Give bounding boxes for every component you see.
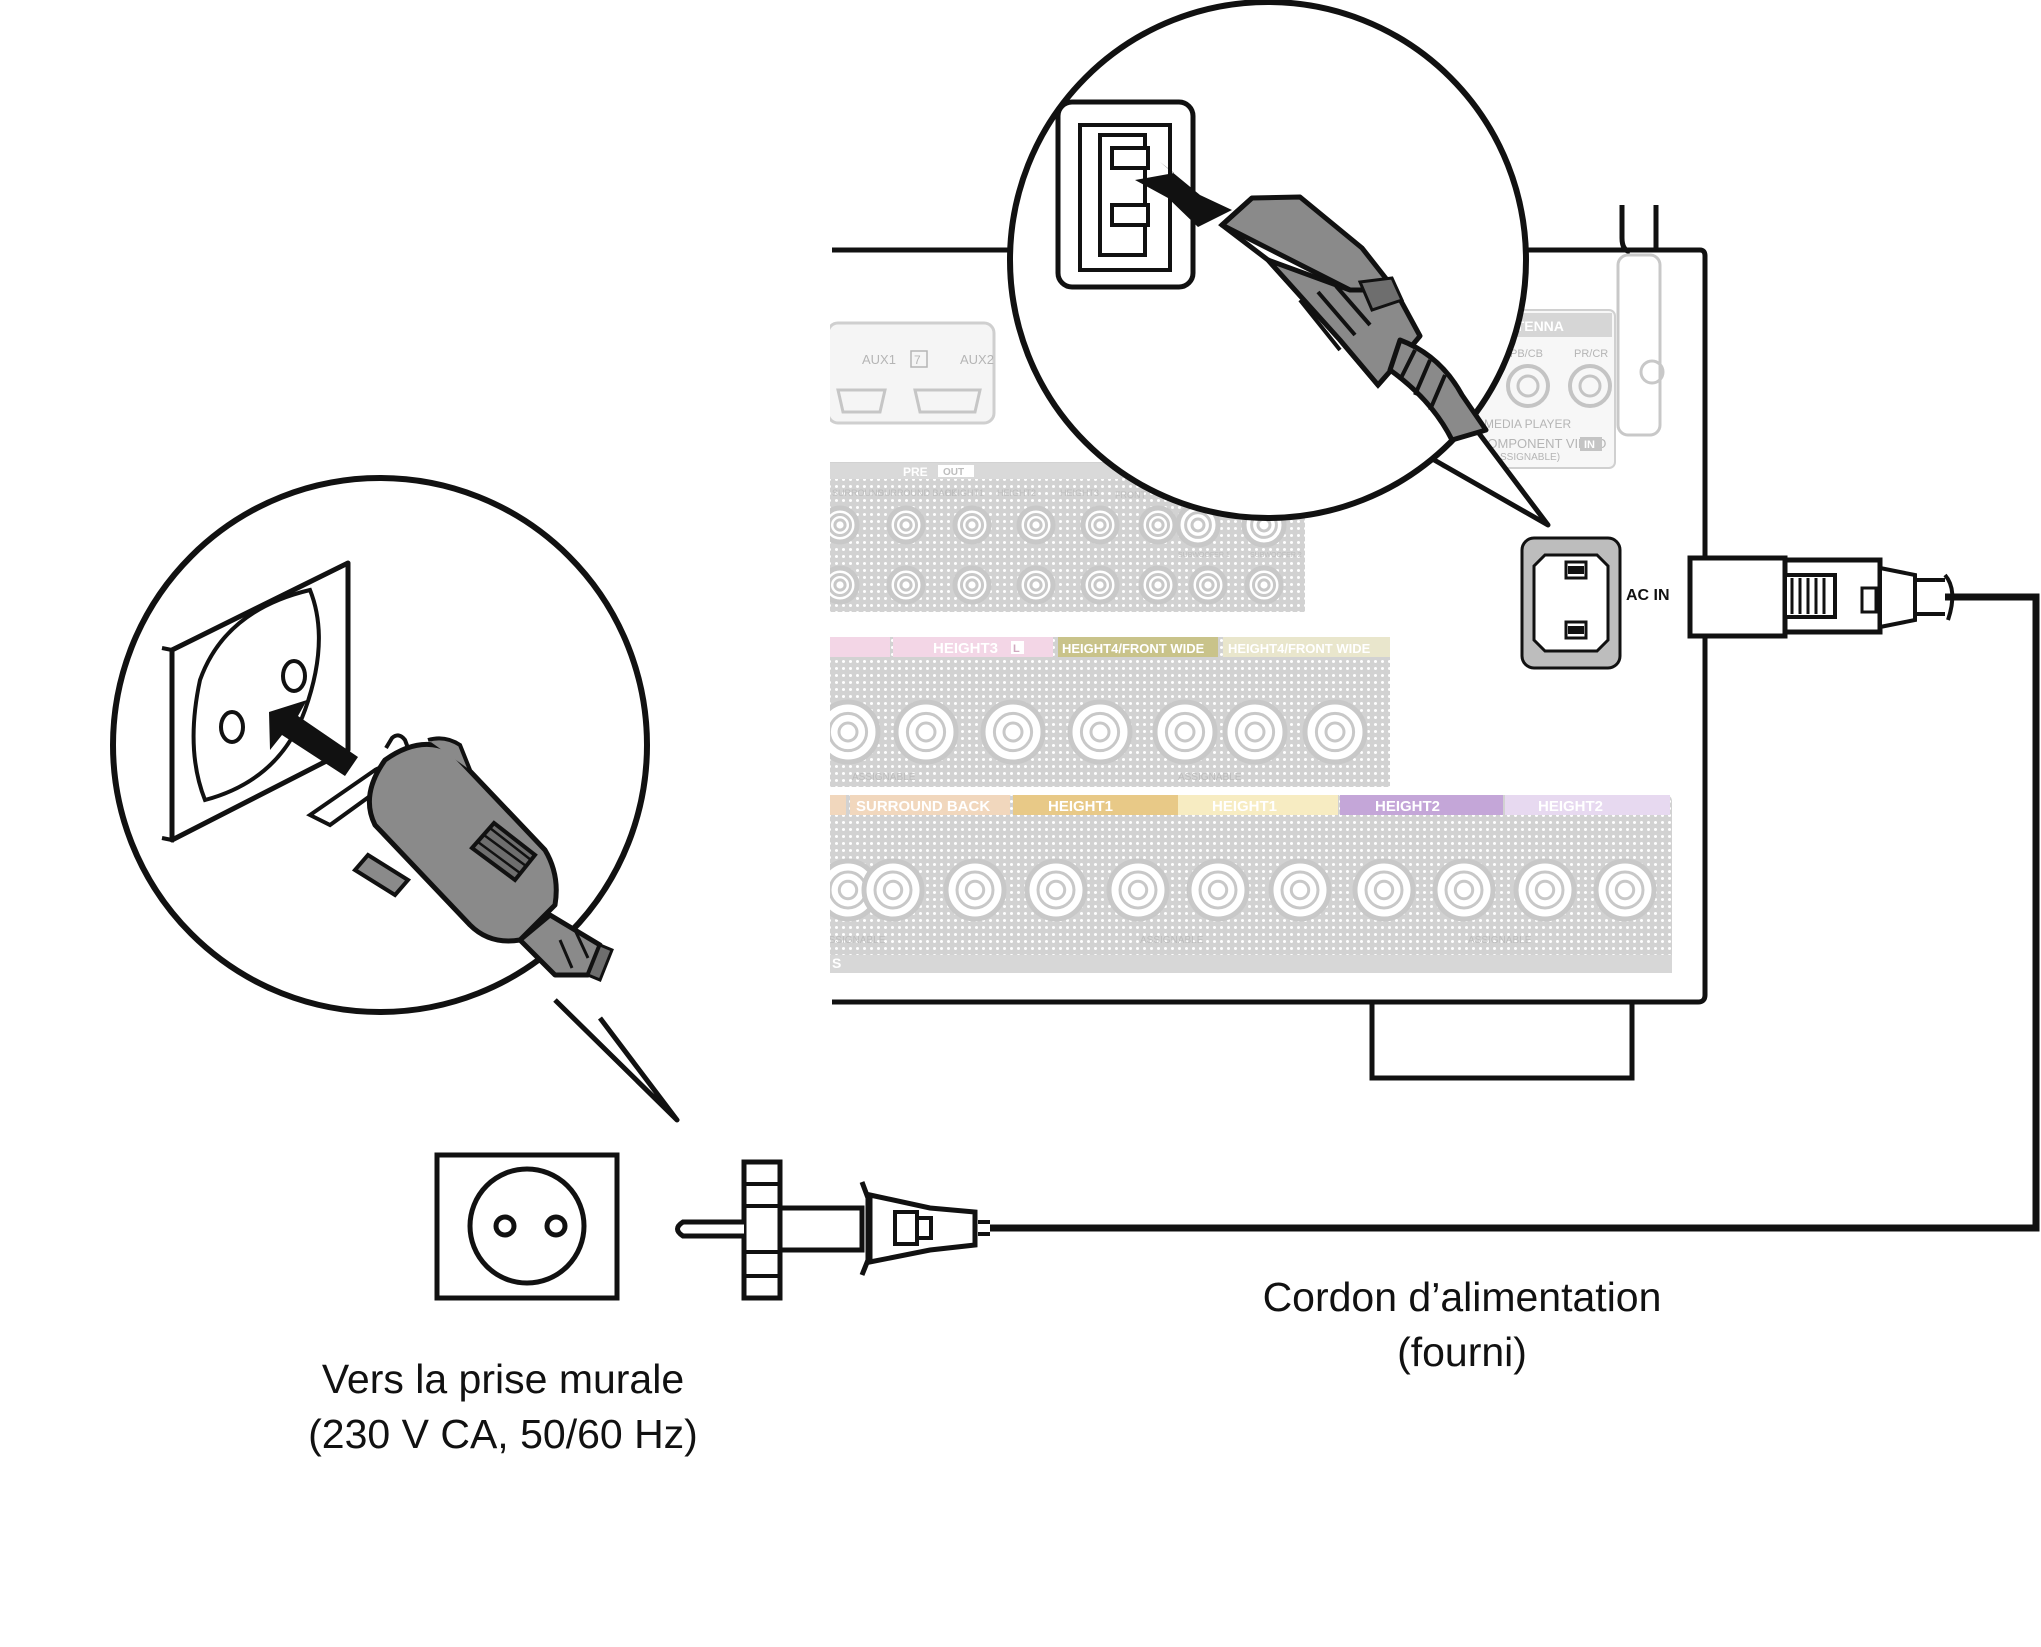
outlet-caption-line1: Vers la prise murale [321, 1356, 685, 1402]
subwoofer-jack [1175, 502, 1221, 548]
pre-out-jacks [830, 502, 1287, 605]
pre-label: PRE [903, 465, 928, 479]
surround-back-label: SURROUND BACK [856, 798, 990, 815]
receiver-rear-panel: AUX1 7 AUX2 PRE OUT SURROUND SURROUND BA… [822, 205, 1708, 1081]
media-player-label: MEDIA PLAYER [1484, 417, 1571, 431]
speaker-terminal [1513, 858, 1577, 922]
rca-jack [886, 565, 926, 605]
row3-speaker-terminals [830, 858, 1657, 922]
rca-jack [886, 505, 926, 545]
rca-jack [1138, 565, 1178, 605]
height3-label: HEIGHT3 [933, 640, 998, 657]
component-assignable-label: (ASSIGNABLE) [1490, 452, 1560, 463]
cord-caption-line2: (fourni) [1397, 1329, 1527, 1375]
subwoofer1-label: SUBWOOFER 1 [1178, 552, 1230, 559]
speakers-label: S [832, 955, 841, 971]
wall-outlet-icon [161, 560, 351, 843]
ac-in-label: AC IN [1626, 587, 1670, 604]
rca-jack [1080, 565, 1120, 605]
rca-jack [830, 565, 860, 605]
height2-l-label: HEIGHT2 [1538, 798, 1603, 815]
speaker-terminal [861, 858, 925, 922]
speaker-terminal [1106, 858, 1170, 922]
pre-height3-label: HEIGHT3 [1060, 488, 1099, 498]
power-cord [675, 555, 2040, 1301]
speaker-terminal [1432, 858, 1496, 922]
speaker-terminal [893, 699, 959, 765]
height3-channel-label: L [1013, 643, 1020, 655]
rca-jack [1244, 565, 1284, 605]
rca-jack [830, 505, 860, 545]
cord-caption: Cordon d’alimentation (fourni) [1232, 1270, 1692, 1380]
subwoofer2-label: SUBWOOFER 2 [1250, 552, 1302, 559]
ac-in-inlet: AC IN [1520, 536, 1670, 670]
iec-connector-icon [1218, 194, 1489, 443]
rca-jack [952, 505, 992, 545]
component-in-label: IN [1584, 439, 1595, 451]
speaker-terminal [1222, 699, 1288, 765]
speaker-terminal [980, 699, 1046, 765]
component-video-label: COMPONENT VIDEO [1478, 436, 1606, 451]
pre-surround-label: SURROUND [832, 488, 885, 498]
speaker-terminal [943, 858, 1007, 922]
pre-surround-back-label: SURROUND BACK [878, 488, 957, 498]
row2-assignable-label-b: ASSIGNABLE [1178, 772, 1242, 783]
rca-jack [1138, 505, 1178, 545]
outlet-caption: Vers la prise murale (230 V CA, 50/60 Hz… [288, 1352, 718, 1462]
height4-r-label: HEIGHT4/FRONT WIDE [1062, 641, 1205, 656]
aux2-label: AUX2 [960, 352, 994, 367]
europlug-icon [675, 1159, 990, 1301]
pb-cb-label: PB/CB [1510, 348, 1543, 360]
speaker-terminal [1268, 858, 1332, 922]
out-label: OUT [943, 467, 964, 478]
speaker-terminal [1152, 699, 1218, 765]
antenna-icon [1616, 205, 1665, 437]
row3-assignable-label-c: ASSIGNABLE [1468, 935, 1532, 946]
aux1-label: AUX1 [862, 352, 896, 367]
rca-jack [952, 565, 992, 605]
wall-outlet-icon [434, 1152, 620, 1301]
row2-speaker-terminals [830, 699, 1368, 765]
rca-jack [1016, 565, 1056, 605]
cord-caption-line1: Cordon d’alimentation [1262, 1274, 1662, 1320]
speaker-terminal [1067, 699, 1133, 765]
faded-panel-detail: AUX1 7 AUX2 PRE OUT SURROUND SURROUND BA… [822, 309, 1672, 973]
speaker-terminal [1024, 858, 1088, 922]
rca-jack [1188, 565, 1228, 605]
height1-l-label: HEIGHT1 [1212, 798, 1277, 815]
insertion-arrow-icon [1135, 162, 1232, 227]
speaker-terminal [1352, 858, 1416, 922]
pre-height1-label: HEIGHT1 [945, 488, 984, 498]
height2-r-label: HEIGHT2 [1375, 798, 1440, 815]
pre-front-label: FRONT [1115, 490, 1146, 500]
insertion-arrow-icon [269, 700, 358, 776]
europlug-icon [306, 733, 614, 982]
outlet-caption-line2: (230 V CA, 50/60 Hz) [308, 1411, 698, 1457]
iec-connector-icon [1687, 555, 1955, 639]
aux-number-label: 7 [914, 353, 921, 367]
row2-assignable-label-a: ASSIGNABLE [852, 772, 916, 783]
height4-l-label: HEIGHT4/FRONT WIDE [1228, 641, 1371, 656]
speaker-terminal [1186, 858, 1250, 922]
row3-assignable-label-a: ASSIGNABLE [822, 935, 886, 946]
row3-assignable-label-b: ASSIGNABLE [1140, 935, 1204, 946]
rca-jack [1080, 505, 1120, 545]
speaker-terminal [1593, 858, 1657, 922]
pre-height2-label: HEIGHT2 [997, 488, 1036, 498]
pr-cr-label: PR/CR [1574, 348, 1608, 360]
height1-r-label: HEIGHT1 [1048, 798, 1113, 815]
rca-jack [1016, 505, 1056, 545]
speaker-terminal [830, 699, 881, 765]
speaker-terminal [1302, 699, 1368, 765]
ac-inlet-zoom-callout [1007, 0, 1551, 528]
wall-outlet-zoom-callout [110, 475, 680, 1123]
